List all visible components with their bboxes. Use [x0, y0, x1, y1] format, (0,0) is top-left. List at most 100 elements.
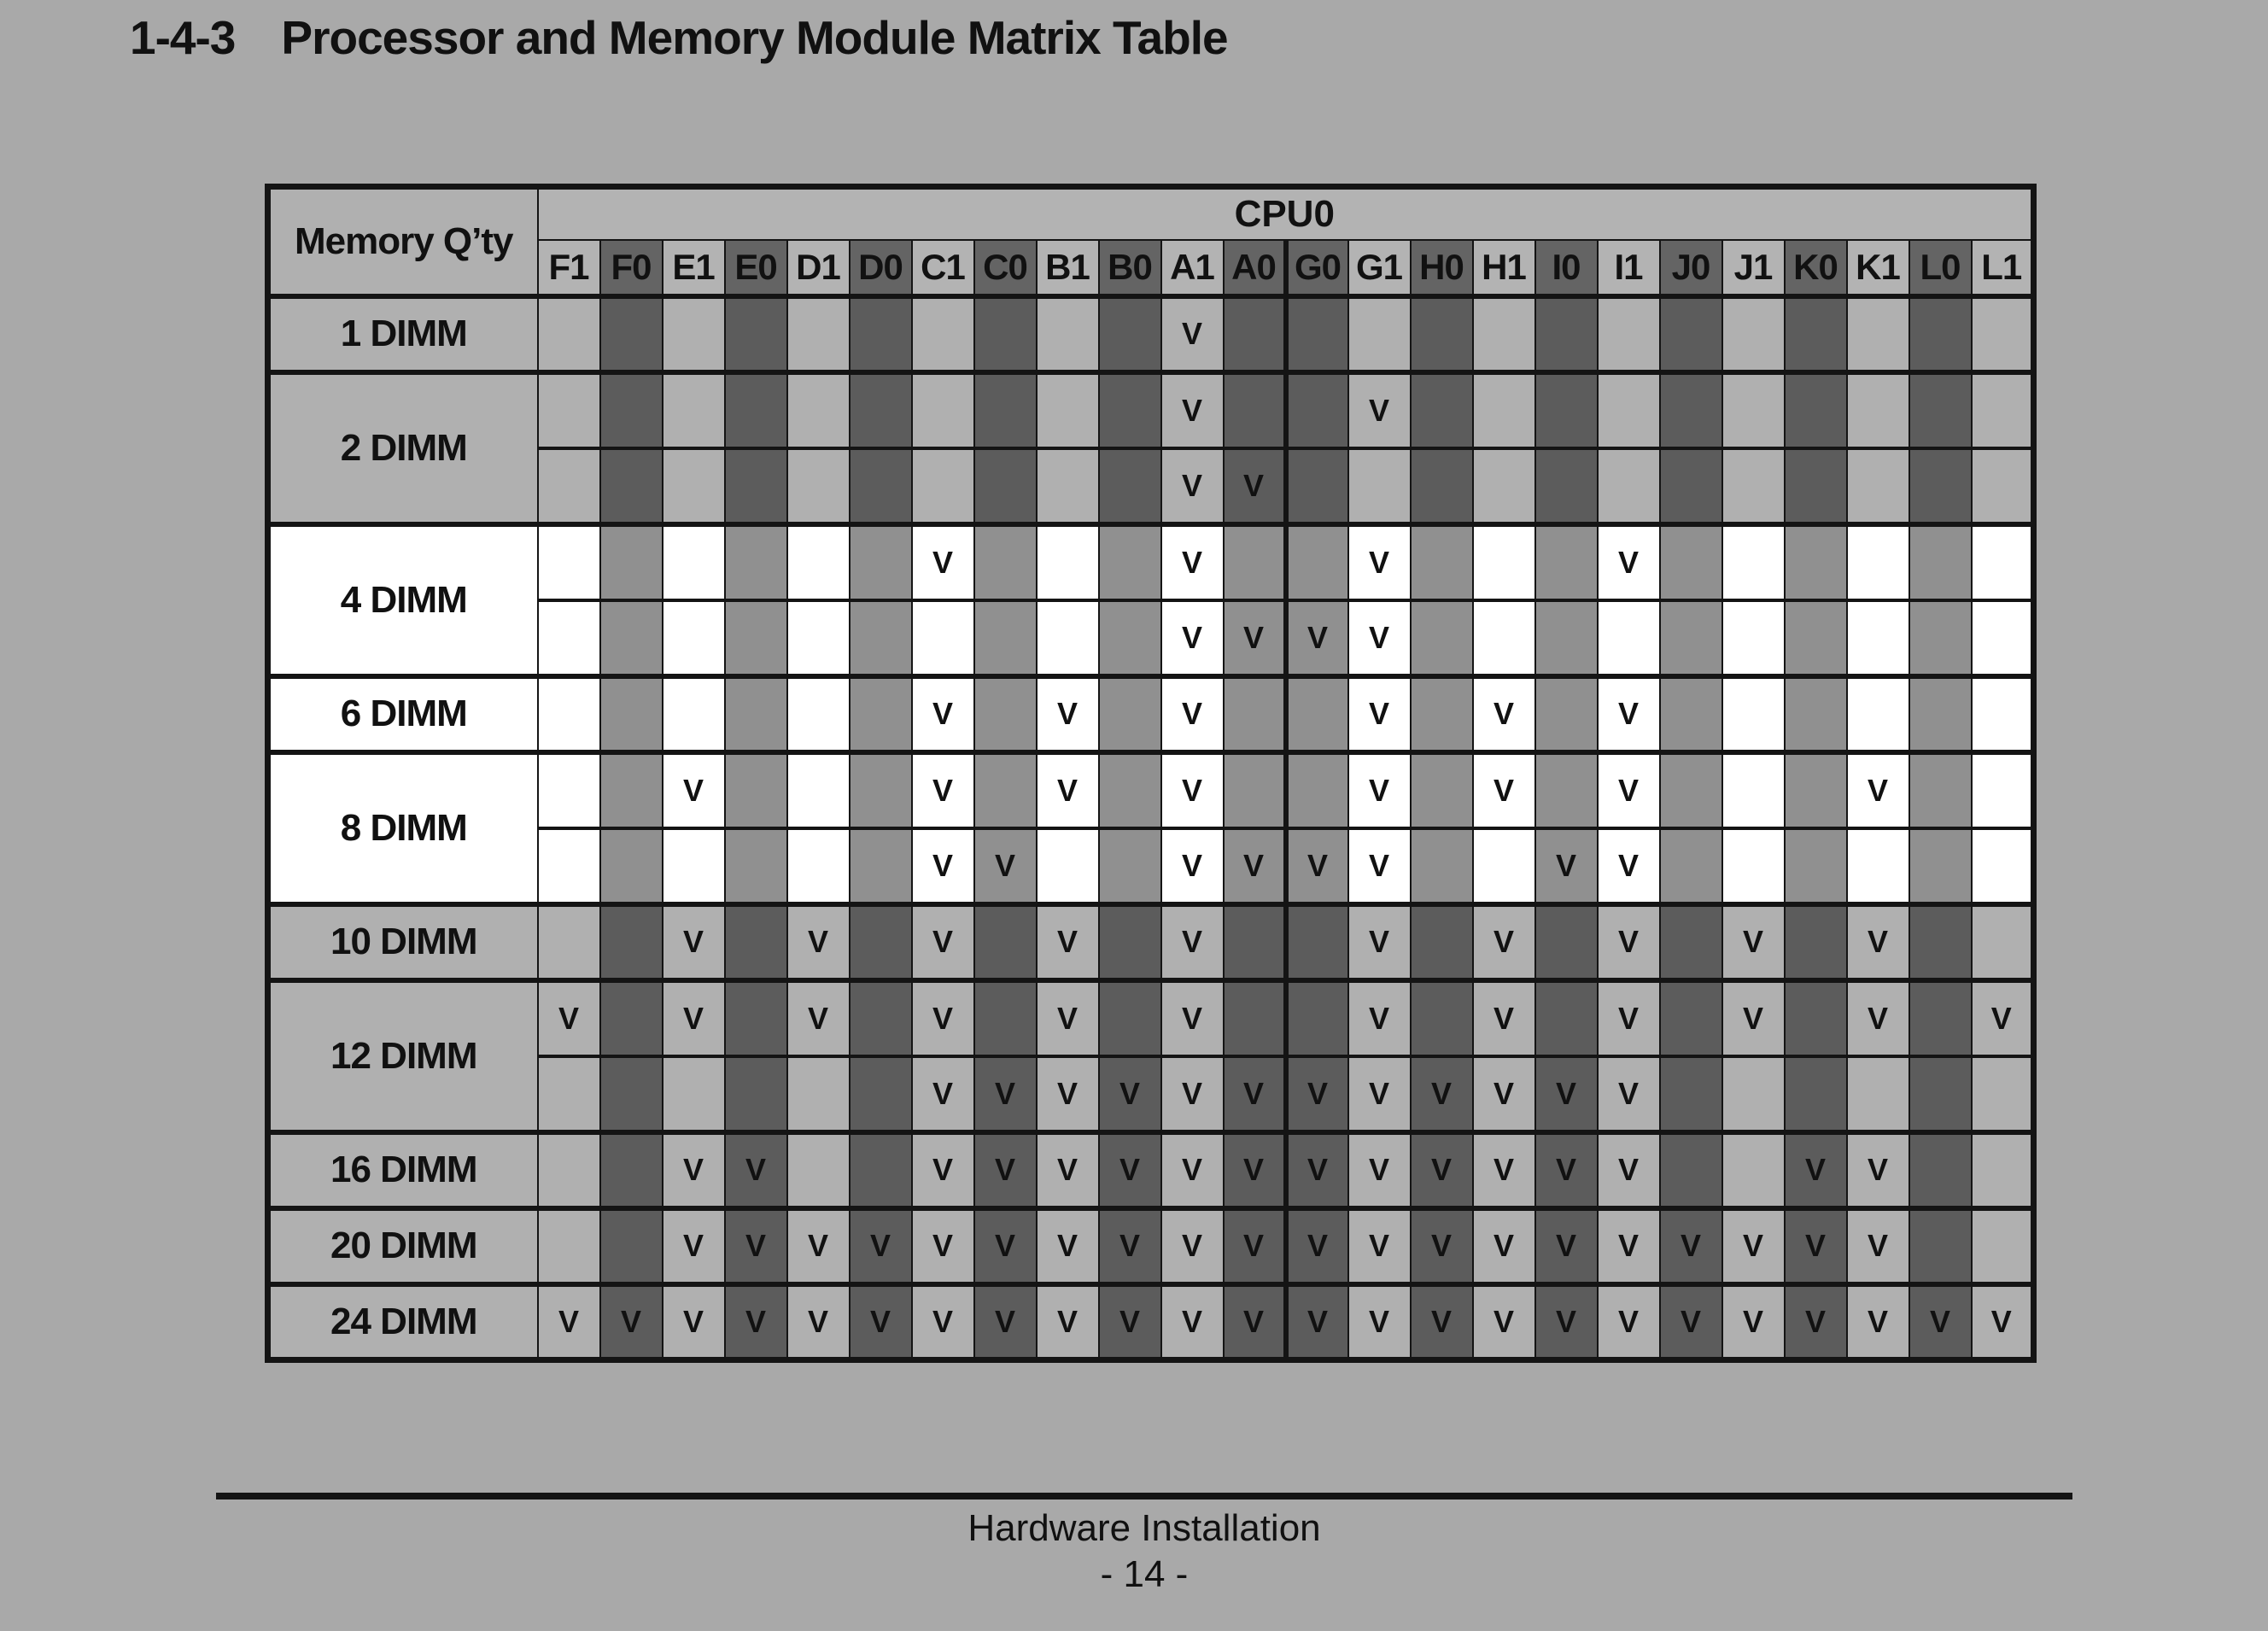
empty-cell-l0: [1908, 369, 1973, 449]
mark-cell-b1: V: [1035, 749, 1100, 829]
mark-cell-g1: V: [1347, 1054, 1412, 1133]
mark-cell-g1: V: [1347, 1205, 1412, 1285]
empty-cell-f1: [536, 901, 601, 981]
empty-cell-l1: [1970, 826, 2035, 905]
column-header-k1: K1: [1845, 238, 1910, 299]
empty-cell-e1: [661, 446, 726, 525]
empty-cell-h1: [1471, 826, 1536, 905]
empty-cell-c0: [973, 521, 1038, 601]
empty-cell-f0: [599, 369, 663, 449]
empty-cell-i0: [1534, 521, 1599, 601]
empty-cell-e0: [723, 598, 788, 677]
mark-cell-a1: V: [1160, 598, 1225, 677]
empty-cell-b0: [1097, 521, 1162, 601]
mark-cell-c0: V: [973, 826, 1038, 905]
column-header-a1: A1: [1160, 238, 1225, 299]
row-label-8-dimm: 8 DIMM: [266, 749, 539, 905]
empty-cell-d0: [848, 521, 913, 601]
mark-cell-d1: V: [786, 1281, 850, 1361]
mark-cell-k0: V: [1783, 1281, 1848, 1361]
empty-cell-b1: [1035, 293, 1100, 373]
mark-cell-a0: V: [1222, 1129, 1287, 1209]
empty-cell-h1: [1471, 598, 1536, 677]
empty-cell-l0: [1908, 673, 1973, 753]
empty-cell-b1: [1035, 446, 1100, 525]
mark-cell-a1: V: [1160, 1054, 1225, 1133]
mark-cell-c1: V: [910, 977, 975, 1057]
mark-cell-g1: V: [1347, 749, 1412, 829]
empty-cell-d1: [786, 293, 850, 373]
mark-cell-j1: V: [1721, 977, 1786, 1057]
empty-cell-i1: [1596, 369, 1661, 449]
empty-cell-d1: [786, 826, 850, 905]
empty-cell-i0: [1534, 673, 1599, 753]
column-header-b1: B1: [1035, 238, 1100, 299]
empty-cell-c0: [973, 673, 1038, 753]
empty-cell-c1: [910, 369, 975, 449]
mark-cell-k1: V: [1845, 1281, 1910, 1361]
mark-cell-b1: V: [1035, 673, 1100, 753]
mark-cell-h1: V: [1471, 1281, 1536, 1361]
mark-cell-g0: V: [1283, 1129, 1349, 1209]
empty-cell-j1: [1721, 1054, 1786, 1133]
empty-cell-f1: [536, 521, 601, 601]
empty-cell-b0: [1097, 826, 1162, 905]
empty-cell-l1: [1970, 901, 2035, 981]
mark-cell-d1: V: [786, 901, 850, 981]
mark-cell-g1: V: [1347, 369, 1412, 449]
empty-cell-e1: [661, 826, 726, 905]
section-number: 1-4-3: [130, 11, 236, 64]
row-label-12-dimm: 12 DIMM: [266, 977, 539, 1133]
corner-header-memory-qty: Memory Q’ty: [266, 185, 539, 297]
empty-cell-j0: [1658, 521, 1723, 601]
empty-cell-j1: [1721, 521, 1786, 601]
empty-cell-h0: [1409, 446, 1474, 525]
column-header-c1: C1: [910, 238, 975, 299]
empty-cell-j0: [1658, 826, 1723, 905]
mark-cell-a0: V: [1222, 1205, 1287, 1285]
empty-cell-l1: [1970, 521, 2035, 601]
mark-cell-h1: V: [1471, 1054, 1536, 1133]
mark-cell-d1: V: [786, 1205, 850, 1285]
empty-cell-l1: [1970, 446, 2035, 525]
mark-cell-a0: V: [1222, 1281, 1287, 1361]
mark-cell-h1: V: [1471, 1205, 1536, 1285]
mark-cell-j1: V: [1721, 1205, 1786, 1285]
empty-cell-e1: [661, 369, 726, 449]
column-header-f1: F1: [536, 238, 601, 299]
empty-cell-b1: [1035, 826, 1100, 905]
column-header-j1: J1: [1721, 238, 1786, 299]
mark-cell-c1: V: [910, 749, 975, 829]
mark-cell-b1: V: [1035, 1205, 1100, 1285]
mark-cell-g1: V: [1347, 598, 1412, 677]
empty-cell-i1: [1596, 446, 1661, 525]
empty-cell-e0: [723, 826, 788, 905]
column-header-g1: G1: [1347, 238, 1412, 299]
mark-cell-c1: V: [910, 1281, 975, 1361]
mark-cell-c0: V: [973, 1281, 1038, 1361]
column-header-c0: C0: [973, 238, 1038, 299]
mark-cell-a0: V: [1222, 598, 1287, 677]
empty-cell-j0: [1658, 901, 1723, 981]
empty-cell-f0: [599, 977, 663, 1057]
empty-cell-j1: [1721, 369, 1786, 449]
empty-cell-d0: [848, 673, 913, 753]
mark-cell-k0: V: [1783, 1129, 1848, 1209]
empty-cell-a0: [1222, 293, 1287, 373]
empty-cell-l1: [1970, 673, 2035, 753]
empty-cell-d0: [848, 826, 913, 905]
empty-cell-k1: [1845, 1054, 1910, 1133]
mark-cell-g0: V: [1283, 1054, 1349, 1133]
mark-cell-i1: V: [1596, 901, 1661, 981]
empty-cell-f1: [536, 673, 601, 753]
empty-cell-d0: [848, 598, 913, 677]
column-header-e1: E1: [661, 238, 726, 299]
empty-cell-i0: [1534, 598, 1599, 677]
mark-cell-i1: V: [1596, 1281, 1661, 1361]
empty-cell-l0: [1908, 1205, 1973, 1285]
empty-cell-k0: [1783, 1054, 1848, 1133]
empty-cell-f1: [536, 293, 601, 373]
empty-cell-b0: [1097, 977, 1162, 1057]
mark-cell-c1: V: [910, 1129, 975, 1209]
empty-cell-j0: [1658, 446, 1723, 525]
